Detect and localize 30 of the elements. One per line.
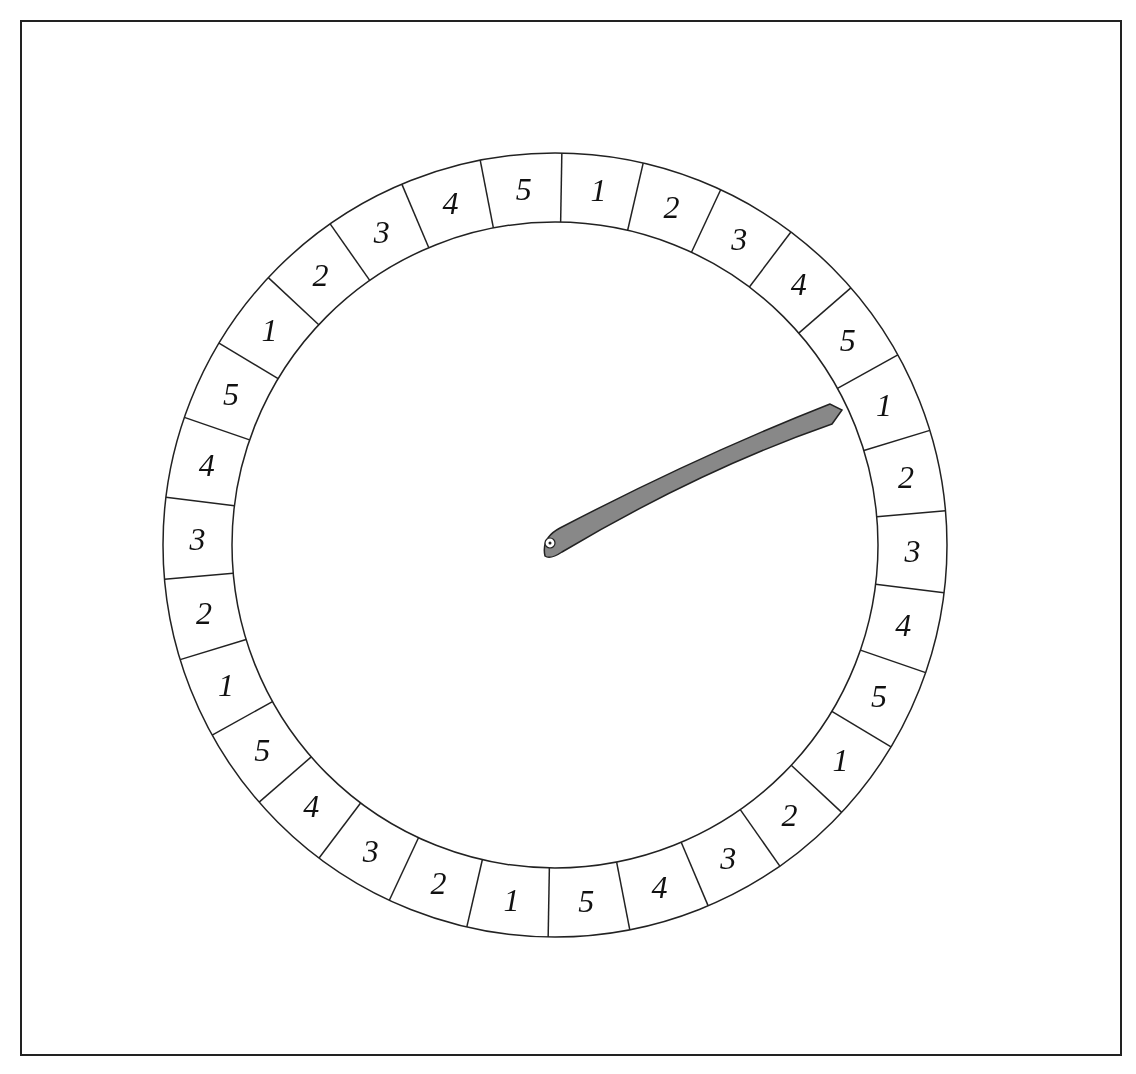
segment-number: 4 xyxy=(790,267,807,300)
segment-number: 3 xyxy=(720,841,737,874)
segment-number: 3 xyxy=(373,216,390,249)
segment-number: 5 xyxy=(515,172,532,205)
segment-number: 4 xyxy=(651,870,668,903)
segment-number: 4 xyxy=(303,790,320,823)
segment-number: 1 xyxy=(590,174,607,207)
segment-number: 2 xyxy=(430,867,447,899)
segment-number: 1 xyxy=(876,389,893,422)
segment-number: 4 xyxy=(442,187,459,220)
segment-number: 2 xyxy=(781,798,798,831)
segment-number: 2 xyxy=(663,190,680,223)
segment-number: 5 xyxy=(254,734,271,767)
segment-number: 5 xyxy=(578,885,595,918)
segment-number: 5 xyxy=(871,680,887,713)
segment-number: 3 xyxy=(904,535,921,568)
segment-number: 2 xyxy=(196,597,213,630)
segment-number: 1 xyxy=(832,744,849,777)
segment-number: 3 xyxy=(189,522,206,555)
segment-number: 4 xyxy=(198,448,215,481)
segment-number: 3 xyxy=(731,222,748,255)
segment-number: 3 xyxy=(362,835,379,868)
segment-number: 2 xyxy=(897,460,914,493)
segment-number: 1 xyxy=(261,313,278,346)
segment-number: 1 xyxy=(503,883,520,916)
segment-number: 4 xyxy=(895,609,912,642)
segment-number: 2 xyxy=(312,259,329,292)
segment-number: 5 xyxy=(839,323,856,356)
segment-number: 5 xyxy=(223,377,239,410)
segment-number: 1 xyxy=(217,668,234,701)
